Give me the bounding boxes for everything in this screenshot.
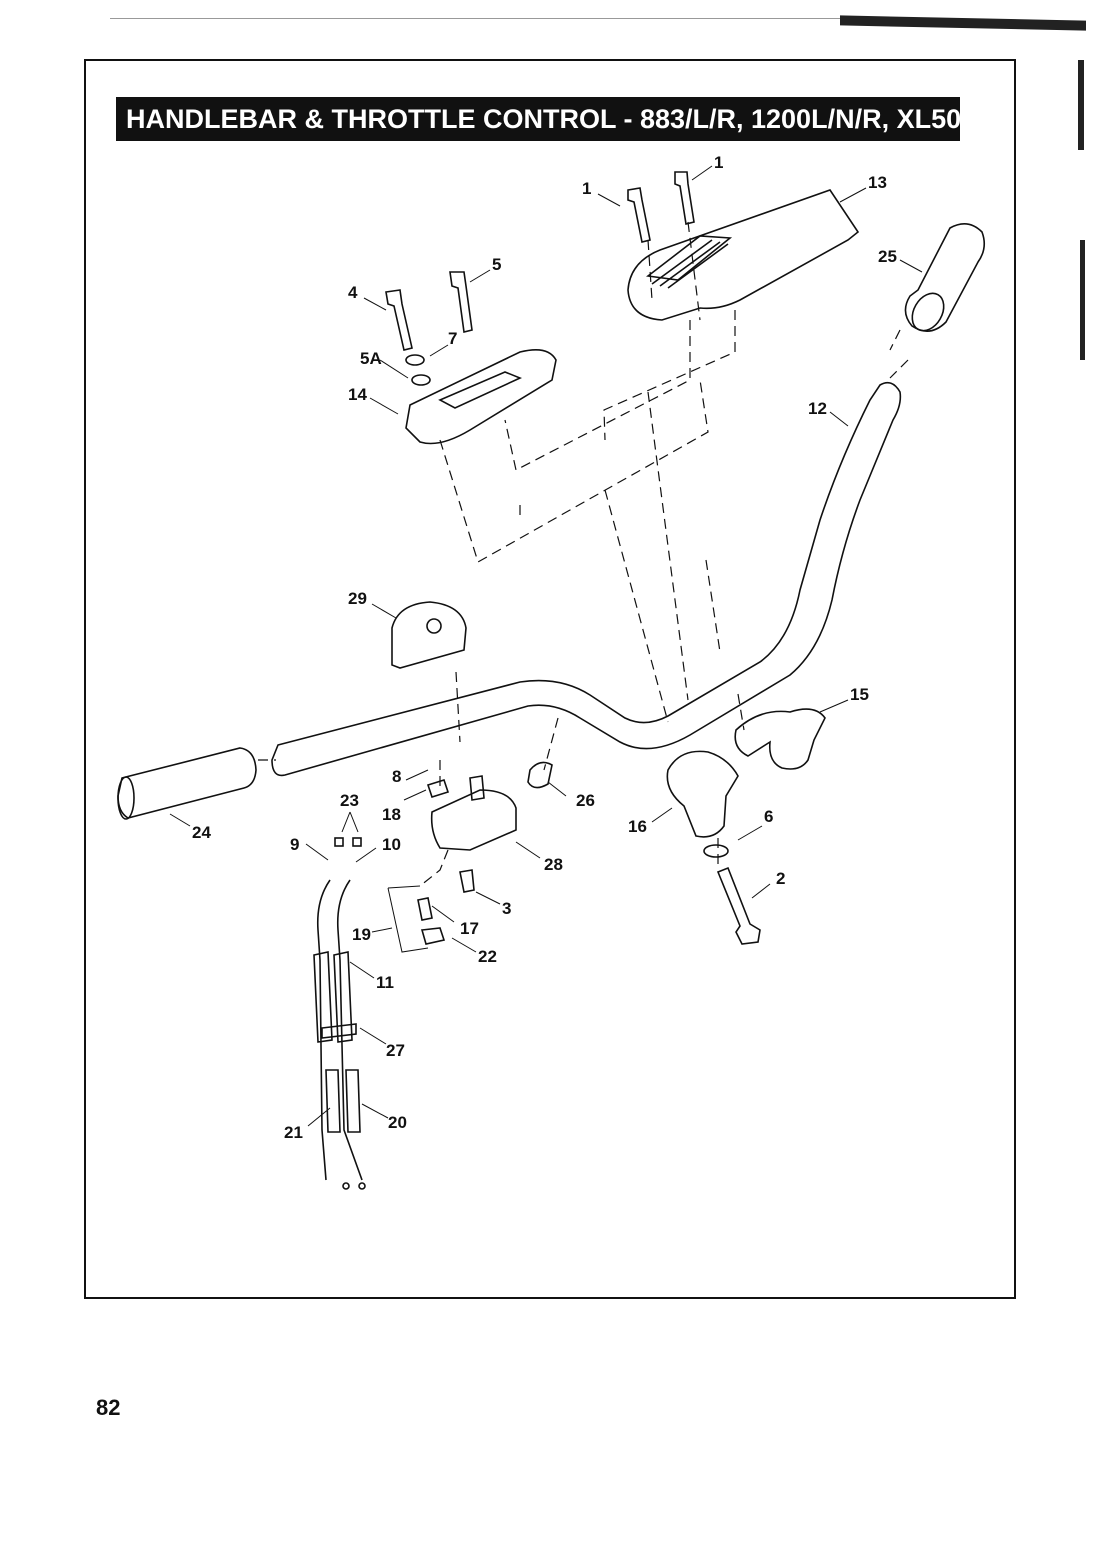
throttle-cable-20 bbox=[336, 879, 363, 1181]
riser-16 bbox=[666, 750, 739, 838]
scan-right-edge bbox=[1078, 60, 1084, 150]
cable-clip-26 bbox=[527, 761, 553, 789]
callout-16: 16 bbox=[628, 817, 647, 836]
callout-22: 22 bbox=[478, 947, 497, 966]
callout-14: 14 bbox=[348, 385, 367, 404]
ferrule-22 bbox=[420, 927, 446, 945]
callout-21: 21 bbox=[284, 1123, 303, 1142]
callout-4: 4 bbox=[348, 283, 358, 302]
page-number: 82 bbox=[96, 1395, 121, 1420]
callout-1a: 1 bbox=[582, 179, 591, 198]
riser-clamp-14 bbox=[405, 349, 557, 445]
callout-20: 20 bbox=[388, 1113, 407, 1132]
spacer-23b bbox=[352, 837, 362, 847]
left-grip bbox=[117, 747, 257, 819]
callout-23: 23 bbox=[340, 791, 359, 810]
scan-top-rule bbox=[110, 18, 845, 19]
callout-13: 13 bbox=[868, 173, 887, 192]
throttle-housing-28 bbox=[430, 789, 517, 851]
screw-3 bbox=[459, 869, 475, 893]
callout-3: 3 bbox=[502, 899, 511, 918]
callout-9: 9 bbox=[290, 835, 299, 854]
spacer-23a bbox=[334, 837, 344, 847]
bolt-4 bbox=[385, 289, 413, 351]
riser-15 bbox=[734, 708, 826, 770]
callout-10: 10 bbox=[382, 835, 401, 854]
bolt-5 bbox=[449, 271, 473, 333]
callout-12: 12 bbox=[808, 399, 827, 418]
callout-5: 5 bbox=[492, 255, 501, 274]
callout-15: 15 bbox=[850, 685, 869, 704]
scan-right-edge bbox=[1080, 240, 1085, 360]
callout-18: 18 bbox=[382, 805, 401, 824]
callout-7: 7 bbox=[448, 329, 457, 348]
handlebar-tube bbox=[271, 381, 902, 777]
callout-26: 26 bbox=[576, 791, 595, 810]
callout-5A: 5A bbox=[360, 349, 382, 368]
callout-29: 29 bbox=[348, 589, 367, 608]
callout-19: 19 bbox=[352, 925, 371, 944]
bolt-1b bbox=[674, 171, 695, 225]
switch-housing-29 bbox=[391, 601, 467, 669]
callout-8: 8 bbox=[392, 767, 401, 786]
callout-6: 6 bbox=[764, 807, 773, 826]
callout-2: 2 bbox=[776, 869, 785, 888]
throttle-cable-21 bbox=[316, 879, 331, 1181]
plate-18 bbox=[426, 779, 450, 798]
callout-1b: 1 bbox=[714, 153, 723, 172]
page-title: HANDLEBAR & THROTTLE CONTROL - 883/L/R, … bbox=[116, 97, 961, 141]
upper-clamp-13 bbox=[627, 189, 860, 321]
right-grip bbox=[904, 223, 986, 332]
callout-17: 17 bbox=[460, 919, 479, 938]
adjuster-17 bbox=[417, 897, 433, 921]
callout-24: 24 bbox=[192, 823, 211, 842]
callout-11: 11 bbox=[376, 973, 394, 992]
callout-27: 27 bbox=[386, 1041, 405, 1060]
bolt-2 bbox=[716, 866, 761, 945]
bolt-1a bbox=[627, 187, 651, 243]
callout-28: 28 bbox=[544, 855, 563, 874]
diagram-frame bbox=[84, 59, 1016, 1299]
callout-25: 25 bbox=[878, 247, 897, 266]
